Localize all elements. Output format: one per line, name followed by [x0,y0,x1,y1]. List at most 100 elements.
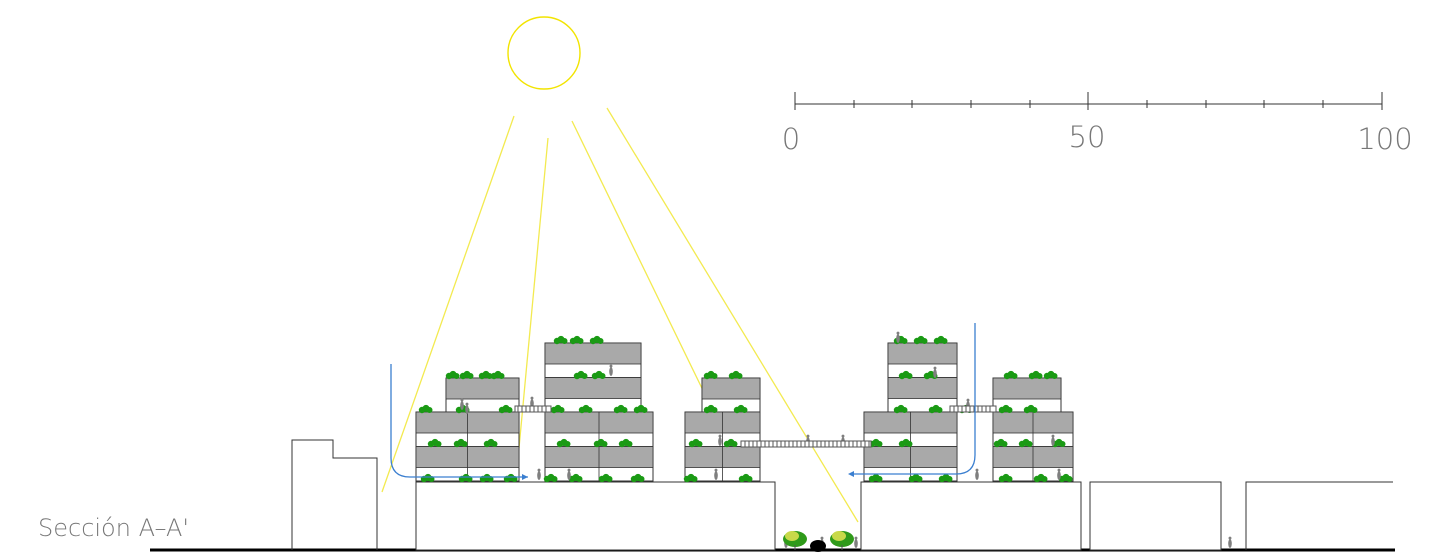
module-slab [445,377,520,400]
module-slab [701,377,761,400]
bush-icon [618,438,633,448]
airflow-right [848,323,976,477]
bush-icon [933,335,948,345]
module-slab [887,342,958,365]
podium-left [415,481,776,551]
sun-ray [606,107,859,523]
person-icon [933,366,937,378]
sun-ray [518,137,549,449]
person-icon [465,402,469,414]
section-title: Sección A–A' [38,514,189,542]
street-elements [783,531,854,552]
bush-icon [993,438,1008,448]
bush-icon [589,335,604,345]
module-slab [544,377,642,399]
airflow-left [390,364,528,480]
scale-bar: 0 50 100 [782,92,1413,156]
person-icon [567,468,571,480]
tree-icon [783,531,807,550]
bridge-icon [740,440,872,448]
person-icon [896,331,900,343]
person-icon [1057,468,1061,480]
bush-icon [1058,473,1073,483]
bush-icon [593,438,608,448]
housing-block [684,411,761,482]
neighbor-building-right [1245,481,1393,550]
bush-icon [703,370,718,380]
bush-icon [893,404,908,414]
housing-block [863,411,958,482]
bush-icon [630,473,645,483]
bush-icon [543,473,558,483]
bush-icon [427,438,442,448]
person-icon [537,468,541,480]
bush-icon [703,404,718,414]
sun-ray [571,120,715,414]
bridges [514,405,997,448]
bush-icon [728,370,743,380]
sun-icon [507,16,581,90]
person-icon [854,536,858,548]
bush-icon [928,404,943,414]
podium-center [860,481,1082,551]
bush-icon [1023,404,1038,414]
bridge-icon [949,405,997,413]
tree-icon [830,531,854,550]
bush-icon [591,370,606,380]
bush-icon [578,404,593,414]
bush-icon [1043,370,1058,380]
housing-block [887,342,958,413]
bush-icon [683,473,698,483]
bush-icon [633,404,648,414]
housing-block [544,342,642,413]
scale-label-50: 50 [1069,120,1106,154]
bush-icon [998,473,1013,483]
bush-icon [445,370,460,380]
bush-icon [1018,438,1033,448]
car-icon [810,540,826,552]
person-icon [975,468,979,480]
sun-ray [381,115,515,493]
bush-icon [1028,370,1043,380]
bush-icon [556,438,571,448]
sun-group [381,16,859,523]
bush-icon [738,473,753,483]
bush-icon [569,335,584,345]
scale-label-100: 100 [1357,122,1412,156]
housing-block [544,411,654,482]
bush-icon [453,438,468,448]
bush-icon [613,404,628,414]
person-icon [1228,536,1232,548]
module-slab [887,377,958,399]
bush-icon [568,473,583,483]
airflow-arrow-icon [850,323,976,475]
bush-icon [913,335,928,345]
housing-modules [415,342,1074,482]
bush-icon [1003,370,1018,380]
person-icon [1051,434,1055,446]
scale-label-0: 0 [782,122,800,156]
bush-icon [868,473,883,483]
bush-icon [483,438,498,448]
person-icon [460,398,464,410]
bush-icon [418,404,433,414]
person-icon [609,364,613,376]
bush-icon [893,335,908,345]
bush-icon [490,370,505,380]
bridge-icon [514,405,552,413]
podium-right [1089,481,1222,551]
bush-icon [553,335,568,345]
bush-icon [733,404,748,414]
bush-icon [1033,473,1048,483]
bush-icon [898,438,913,448]
bush-icon [573,370,588,380]
bush-icon [498,404,513,414]
bush-icon [478,370,493,380]
person-icon [718,434,722,446]
bush-icon [598,473,613,483]
bush-icon [938,473,953,483]
airflow-arrow-icon [390,364,528,478]
person-icon [714,468,718,480]
bush-icon [688,438,703,448]
